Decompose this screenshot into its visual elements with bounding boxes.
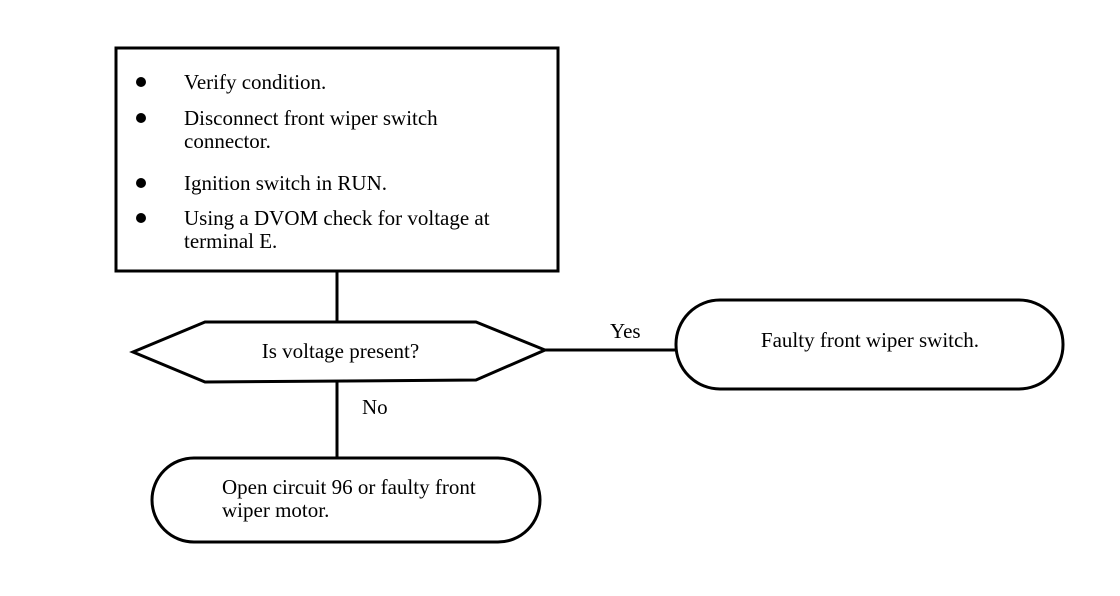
step-2: Disconnect front wiper switch connector. xyxy=(184,106,438,153)
bullet-1 xyxy=(136,77,146,87)
bullet-3 xyxy=(136,178,146,188)
yes-label: Yes xyxy=(610,319,641,343)
yes-terminal xyxy=(674,298,1065,391)
bullet-2 xyxy=(136,113,146,123)
decision-question: Is voltage present? xyxy=(261,339,420,363)
step-3: Ignition switch in RUN. xyxy=(184,171,387,195)
yes-result: Faulty front wiper switch. xyxy=(760,328,980,352)
bullet-4 xyxy=(136,213,146,223)
step-4: Using a DVOM check for voltage at termin… xyxy=(184,206,490,253)
step-1: Verify condition. xyxy=(184,70,327,94)
no-terminal xyxy=(150,456,542,544)
no-label: No xyxy=(362,395,388,419)
no-result: Open circuit 96 or faulty front wiper mo… xyxy=(222,475,476,522)
